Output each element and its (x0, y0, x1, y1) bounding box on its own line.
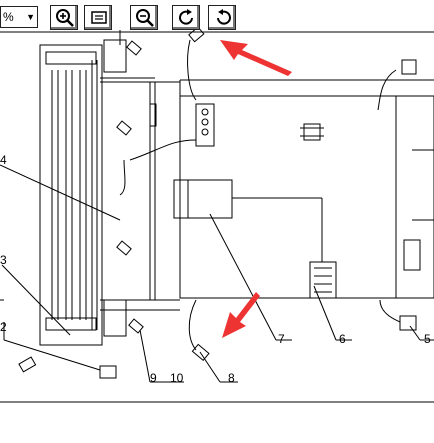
callout-3: 3 (0, 253, 7, 267)
callout-4: 4 (0, 153, 7, 167)
zoom-out-icon (136, 9, 154, 27)
zoom-in-icon (56, 9, 74, 27)
callout-7: 7 (278, 332, 285, 346)
fit-page-button[interactable] (84, 5, 112, 30)
viewer-toolbar: % ▼ (0, 0, 250, 32)
undo-icon (217, 9, 231, 25)
zoom-out-button[interactable] (130, 5, 158, 30)
callout-8: 8 (228, 371, 235, 385)
callout-5: 5 (424, 332, 431, 346)
callout-6: 6 (339, 332, 346, 346)
rotate-button[interactable] (172, 5, 200, 30)
zoom-value: % (3, 10, 14, 24)
undo-button[interactable] (208, 5, 236, 30)
callout-2: 2 (0, 320, 7, 334)
fit-page-icon (91, 11, 107, 24)
callout-9: 9 (150, 371, 157, 385)
chevron-down-icon: ▼ (26, 12, 35, 22)
zoom-in-button[interactable] (50, 5, 78, 30)
zoom-select[interactable]: % ▼ (0, 6, 38, 28)
rotate-clockwise-icon (179, 9, 193, 25)
callout-10: 10 (170, 371, 184, 385)
